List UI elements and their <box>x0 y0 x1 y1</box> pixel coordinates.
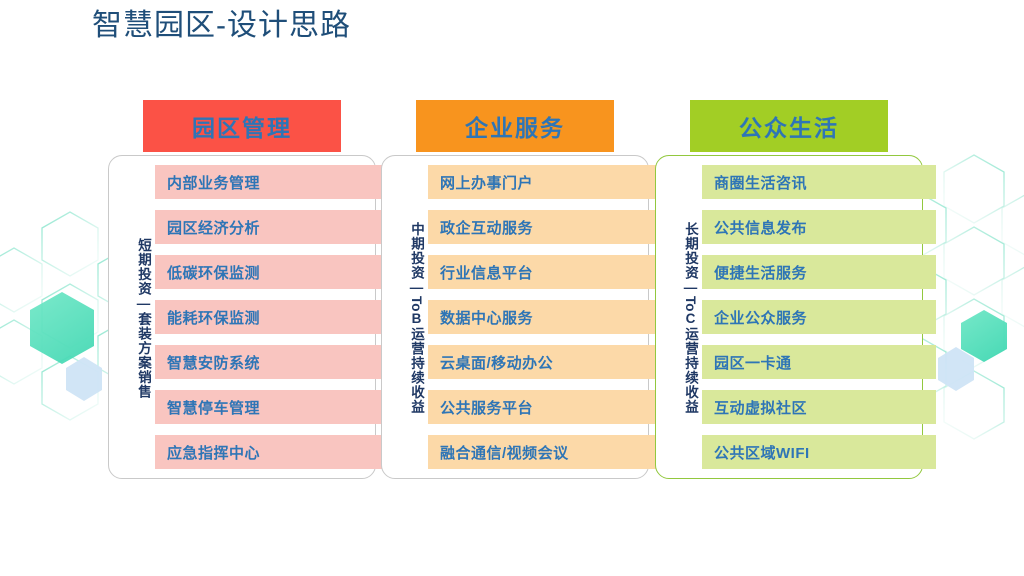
list-item[interactable]: 园区经济分析 <box>155 210 389 244</box>
side-label-0: 短期投资—套装方案销售 <box>121 165 151 469</box>
side-label-2-top: 长期投资 <box>683 221 698 280</box>
list-item[interactable]: 融合通信/视频会议 <box>428 435 662 469</box>
side-label-1-top: 中期投资 <box>409 221 424 280</box>
list-item[interactable]: 公共服务平台 <box>428 390 662 424</box>
item-list-0: 内部业务管理 园区经济分析 低碳环保监测 能耗环保监测 智慧安防系统 智慧停车管… <box>155 165 389 469</box>
item-list-2: 商圈生活咨讯 公共信息发布 便捷生活服务 企业公众服务 园区一卡通 互动虚拟社区… <box>702 165 936 469</box>
list-item[interactable]: 智慧安防系统 <box>155 345 389 379</box>
list-item[interactable]: 数据中心服务 <box>428 300 662 334</box>
side-label-1-latin: To <box>409 295 424 312</box>
list-item[interactable]: 商圈生活咨讯 <box>702 165 936 199</box>
list-item[interactable]: 公共信息发布 <box>702 210 936 244</box>
list-item[interactable]: 互动虚拟社区 <box>702 390 936 424</box>
side-label-2-latin: To <box>683 295 698 312</box>
side-label-0-top: 短期投资 <box>136 237 151 296</box>
page-title: 智慧园区-设计思路 <box>92 9 351 42</box>
list-item[interactable]: 便捷生活服务 <box>702 255 936 289</box>
side-label-2-dash: — <box>683 279 698 296</box>
side-label-1-bottom: B运营持续收益 <box>409 311 424 415</box>
column-header-1[interactable]: 企业服务 <box>416 100 614 152</box>
column-header-2[interactable]: 公众生活 <box>690 100 888 152</box>
side-label-0-dash: — <box>136 295 151 312</box>
list-item[interactable]: 企业公众服务 <box>702 300 936 334</box>
list-item[interactable]: 政企互动服务 <box>428 210 662 244</box>
column-card-0: 短期投资—套装方案销售 内部业务管理 园区经济分析 低碳环保监测 能耗环保监测 … <box>108 155 389 479</box>
list-item[interactable]: 行业信息平台 <box>428 255 662 289</box>
item-list-1: 网上办事门户 政企互动服务 行业信息平台 数据中心服务 云桌面/移动办公 公共服… <box>428 165 662 469</box>
list-item[interactable]: 公共区域WIFI <box>702 435 936 469</box>
side-label-0-bottom: 套装方案销售 <box>136 311 151 399</box>
column-park-management: 园区管理 短期投资—套装方案销售 内部业务管理 园区经济分析 低碳环保监测 能耗… <box>108 100 389 479</box>
list-item[interactable]: 园区一卡通 <box>702 345 936 379</box>
side-label-1-dash: — <box>409 279 424 296</box>
side-label-2-bottom: C运营持续收益 <box>683 311 698 415</box>
list-item[interactable]: 智慧停车管理 <box>155 390 389 424</box>
list-item[interactable]: 低碳环保监测 <box>155 255 389 289</box>
list-item[interactable]: 能耗环保监测 <box>155 300 389 334</box>
column-header-0[interactable]: 园区管理 <box>143 100 341 152</box>
list-item[interactable]: 内部业务管理 <box>155 165 389 199</box>
list-item[interactable]: 网上办事门户 <box>428 165 662 199</box>
list-item[interactable]: 应急指挥中心 <box>155 435 389 469</box>
list-item[interactable]: 云桌面/移动办公 <box>428 345 662 379</box>
